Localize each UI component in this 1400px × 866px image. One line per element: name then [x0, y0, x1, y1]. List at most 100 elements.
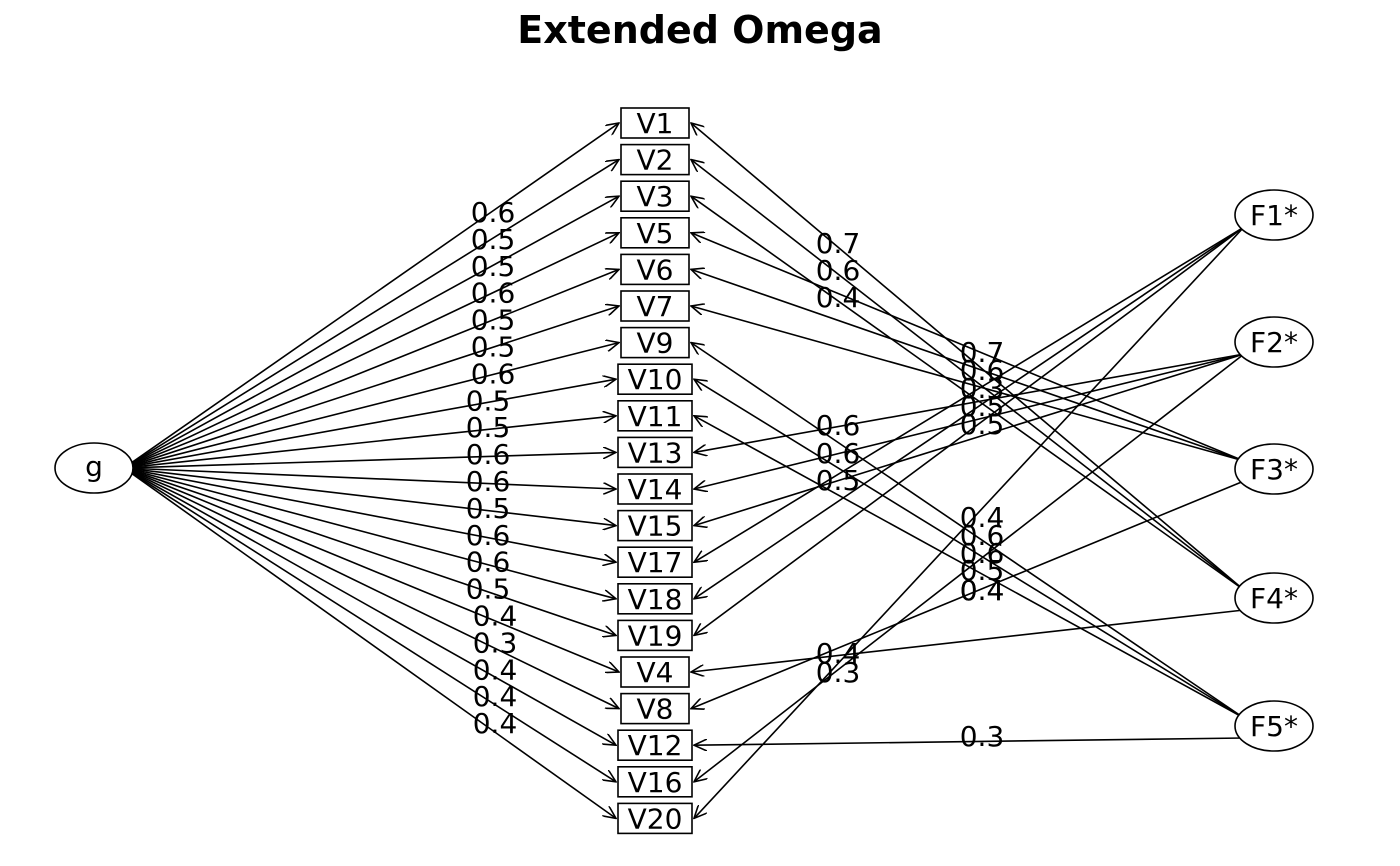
- group-loading-label: 0.4: [960, 574, 1005, 607]
- group-factor-node-f3: [1234, 443, 1314, 495]
- g-loading-label: 0.5: [466, 492, 511, 525]
- variable-node-v19: [617, 619, 693, 652]
- group-factor-label: F1*: [1250, 199, 1298, 232]
- g-loading-label: 0.6: [471, 277, 516, 310]
- group-loading-label: 0.6: [960, 537, 1005, 570]
- variable-label: V13: [628, 436, 683, 469]
- g-loading-edge-v9: [123, 343, 619, 469]
- g-loading-edge-v18: [123, 467, 616, 599]
- group-factor-node-f2: [1234, 316, 1314, 368]
- group-loading-edge-f5-v12: [694, 737, 1245, 745]
- variable-label: V18: [628, 583, 683, 616]
- group-loading-edge-f3-v5: [691, 233, 1245, 462]
- group-loading-label: 0.4: [960, 501, 1005, 534]
- variable-node-v11: [617, 399, 693, 432]
- variable-label: V7: [637, 290, 674, 323]
- g-loading-label: 0.4: [473, 600, 518, 633]
- group-loading-edge-f1-v17: [694, 226, 1245, 562]
- group-loading-edge-f1-v19: [694, 226, 1245, 635]
- group-factor-label: F4*: [1250, 582, 1298, 615]
- variable-node-v13: [617, 436, 693, 469]
- general-factor-node: [54, 442, 134, 494]
- group-loading-label: 0.6: [816, 437, 861, 470]
- variable-label: V19: [628, 619, 683, 652]
- variable-node-v17: [617, 546, 693, 579]
- group-factor-label: F3*: [1250, 453, 1298, 486]
- group-loading-label: 0.5: [816, 464, 861, 497]
- g-loading-edge-v5: [123, 233, 619, 469]
- variable-label: V5: [637, 217, 674, 250]
- variable-label: V1: [637, 107, 674, 140]
- group-loading-edge-f2-v13: [694, 353, 1245, 452]
- group-loading-label: 0.6: [816, 254, 861, 287]
- variable-label: V12: [628, 729, 683, 762]
- variable-node-v9: [620, 326, 690, 359]
- variable-label: V17: [628, 546, 683, 579]
- g-loading-edge-v17: [123, 467, 616, 562]
- variable-node-v7: [620, 290, 690, 322]
- group-loading-edge-f4-v3: [691, 196, 1245, 591]
- variable-node-v16: [617, 765, 693, 798]
- variable-node-v2: [620, 143, 690, 176]
- group-loading-label: 0.4: [960, 574, 1005, 607]
- g-loading-edge-v2: [123, 160, 619, 469]
- variable-node-v10: [617, 363, 693, 396]
- group-loading-label: 0.5: [960, 390, 1005, 423]
- g-loading-edge-v19: [123, 467, 616, 635]
- group-loading-label: 0.3: [816, 656, 861, 689]
- g-loading-label: 0.5: [471, 223, 516, 256]
- group-loading-edge-f2-v15: [694, 353, 1245, 526]
- group-loading-label: 0.7: [960, 336, 1005, 369]
- g-loading-label: 0.5: [471, 331, 516, 364]
- group-factor-node-f5: [1234, 700, 1314, 752]
- group-loading-label: 0.6: [816, 409, 861, 442]
- group-factor-node-f4: [1234, 572, 1314, 624]
- g-loading-edge-v8: [123, 467, 619, 709]
- group-loading-label: 0.4: [816, 637, 861, 670]
- group-loading-label: 0.7: [816, 227, 861, 260]
- group-loading-edge-f3-v8: [691, 480, 1245, 709]
- variable-label: V9: [637, 327, 674, 360]
- group-factor-label: F5*: [1250, 710, 1298, 743]
- variable-node-v12: [617, 729, 693, 762]
- variable-label: V10: [628, 363, 683, 396]
- g-loading-label: 0.6: [466, 438, 511, 471]
- variable-node-v6: [620, 253, 690, 286]
- g-loading-edge-v10: [123, 379, 616, 469]
- group-loading-label: 0.6: [960, 354, 1005, 387]
- g-loading-edge-v3: [123, 196, 619, 469]
- group-loading-edge-f3-v7: [691, 306, 1245, 462]
- group-loading-edge-f3-v6: [691, 269, 1245, 462]
- variable-label: V16: [628, 766, 683, 799]
- g-loading-edge-v1: [123, 123, 619, 469]
- g-loading-label: 0.5: [466, 411, 511, 444]
- g-loading-label: 0.6: [471, 196, 516, 229]
- g-loading-edge-v7: [123, 306, 619, 469]
- variable-node-v1: [620, 107, 690, 139]
- group-loading-edge-f1-v20: [694, 226, 1245, 818]
- variable-node-v15: [617, 509, 693, 542]
- g-loading-label: 0.4: [473, 653, 518, 686]
- variable-label: V20: [628, 802, 683, 835]
- group-loading-label: 0.4: [816, 281, 861, 314]
- group-loading-label: 0.5: [960, 554, 1005, 587]
- group-loading-label: 0.6: [960, 519, 1005, 552]
- variable-node-v18: [617, 582, 693, 615]
- g-loading-edge-v4: [123, 467, 619, 672]
- variable-node-v8: [620, 692, 690, 725]
- g-loading-edge-v11: [123, 416, 616, 469]
- group-loading-label: 0.3: [960, 720, 1005, 753]
- variable-node-v4: [620, 656, 690, 688]
- variable-label: V8: [637, 693, 674, 726]
- g-loading-label: 0.4: [473, 707, 518, 740]
- g-loading-edge-v6: [123, 269, 619, 469]
- g-loading-label: 0.6: [466, 519, 511, 552]
- variable-label: V4: [637, 656, 674, 689]
- g-loading-label: 0.5: [466, 573, 511, 606]
- group-loading-label: 0.3: [960, 372, 1005, 405]
- group-loading-edge-f2-v16: [694, 353, 1245, 782]
- g-loading-edge-v16: [123, 467, 616, 782]
- g-loading-label: 0.5: [471, 304, 516, 337]
- g-loading-label: 0.6: [471, 357, 516, 390]
- variable-node-v3: [620, 180, 690, 212]
